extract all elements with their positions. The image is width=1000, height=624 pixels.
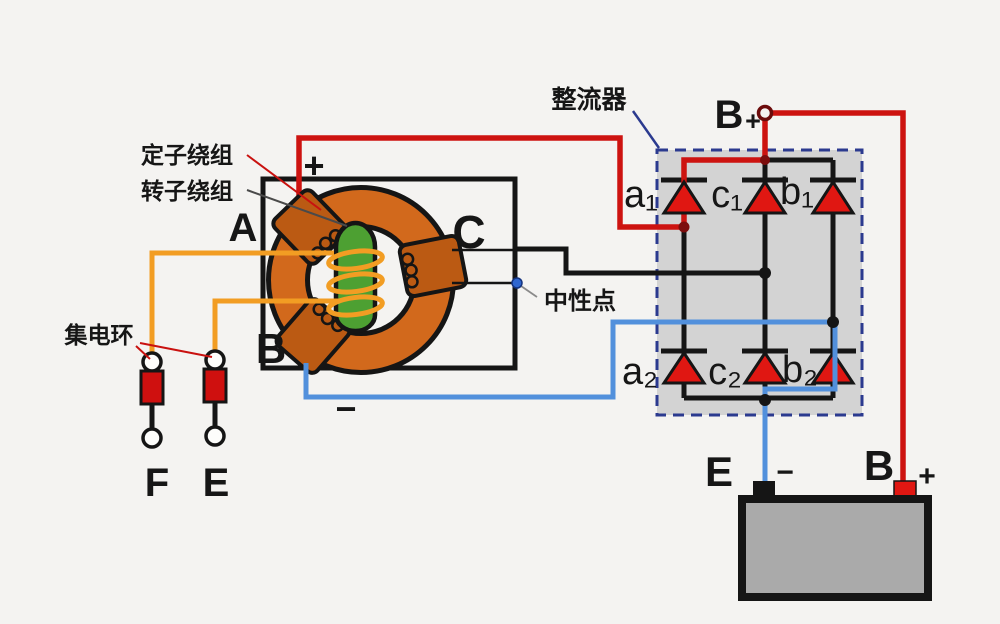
- slip-ring-e-body: [202, 367, 228, 404]
- winding-bumps: [271, 188, 469, 375]
- diode-a2-label: a₂: [622, 351, 658, 393]
- rectifier-label: 整流器: [551, 86, 627, 114]
- diode-c2-label: c₂: [708, 351, 742, 393]
- blue-wires: [303, 319, 838, 481]
- c-phase-wire: [515, 246, 762, 276]
- stator-winding-label: 定子绕组: [141, 142, 233, 168]
- battery-neg-letter-label: E: [705, 448, 733, 495]
- coil-loop: [405, 275, 419, 289]
- terminal-e-label: E: [203, 461, 230, 505]
- stator-minus-label: −: [335, 388, 356, 429]
- junction-dots: [678, 155, 839, 406]
- diode-b1-label: b₁: [780, 171, 814, 213]
- battery-body: [738, 495, 932, 601]
- field-lead-f: [149, 250, 334, 354]
- diode-c1: [742, 179, 788, 215]
- a-phase-wire: [296, 135, 680, 230]
- bplus-letter-label: B: [715, 93, 744, 137]
- junction-bottom-rail: [759, 394, 771, 406]
- neutral-point-label: 中性点: [544, 288, 616, 315]
- slip-ring-e-bottom: [204, 425, 226, 447]
- rotor-coil-turn: [326, 271, 385, 295]
- negative-output-wire: [762, 325, 838, 481]
- field-lead-e: [212, 298, 340, 352]
- battery-pos-letter-label: B: [864, 442, 894, 489]
- rectifier-pointer: [631, 110, 661, 149]
- slip-ring-label: 集电环: [64, 322, 134, 348]
- diodes: [661, 179, 856, 385]
- diode-c1-label: c₁: [711, 174, 743, 216]
- b-phase-wire: [303, 319, 830, 400]
- diode-b1: [810, 179, 856, 215]
- junction-top-rail: [760, 155, 770, 165]
- terminal-f-label: F: [145, 461, 169, 505]
- callout-lines: [135, 110, 661, 360]
- junction-b-phase: [827, 316, 839, 328]
- labels: 定子绕组 转子绕组 集电环 整流器 中性点 A B C + − F E B + …: [64, 86, 936, 505]
- coil-loop: [312, 302, 326, 317]
- battery-neg-sign-label: −: [776, 456, 794, 489]
- junction-a-phase: [678, 221, 690, 233]
- battery-pos-sign-label: +: [918, 460, 936, 493]
- diode-c2: [742, 350, 788, 385]
- rotor-field-coil: [326, 248, 385, 318]
- bplus-sign-label: +: [745, 106, 761, 136]
- coil-loop: [320, 311, 335, 326]
- rotor-winding-label: 转子绕组: [141, 178, 233, 204]
- diode-a2: [661, 350, 707, 385]
- slip-ring-pointers: [135, 342, 213, 360]
- diode-a1: [661, 179, 707, 215]
- diode-b2-label: b₂: [782, 349, 818, 391]
- rotor-coil-turn: [326, 294, 385, 318]
- stator-winding-pointer: [246, 154, 322, 211]
- battery: [738, 480, 932, 601]
- diode-a1-label: a₁: [624, 174, 658, 216]
- rotor-coil-turn: [326, 248, 385, 272]
- neutral-point-pointer: [520, 285, 538, 298]
- stator-assembly: [266, 185, 514, 375]
- bplus-to-battery-wire: [771, 110, 906, 484]
- phase-b-label: B: [256, 325, 286, 372]
- slip-ring-stems: [149, 402, 218, 430]
- junction-c-phase: [759, 267, 771, 279]
- neutral-point-dot: [511, 277, 523, 289]
- field-lead-wires: [149, 250, 340, 354]
- slip-ring-e-top: [204, 349, 226, 371]
- phase-c-label: C: [452, 206, 485, 258]
- coil-loop: [318, 236, 333, 251]
- slip-rings: [139, 349, 228, 449]
- stator-plus-label: +: [303, 145, 324, 186]
- phase-a-label: A: [229, 206, 258, 250]
- rotor-winding-pointer: [246, 189, 348, 227]
- bplus-terminal-ring: [756, 104, 774, 122]
- slip-ring-f-bottom: [141, 427, 163, 449]
- red-wires: [296, 104, 906, 484]
- slip-ring-f-body: [139, 369, 165, 406]
- c-winding-leads: [452, 248, 514, 285]
